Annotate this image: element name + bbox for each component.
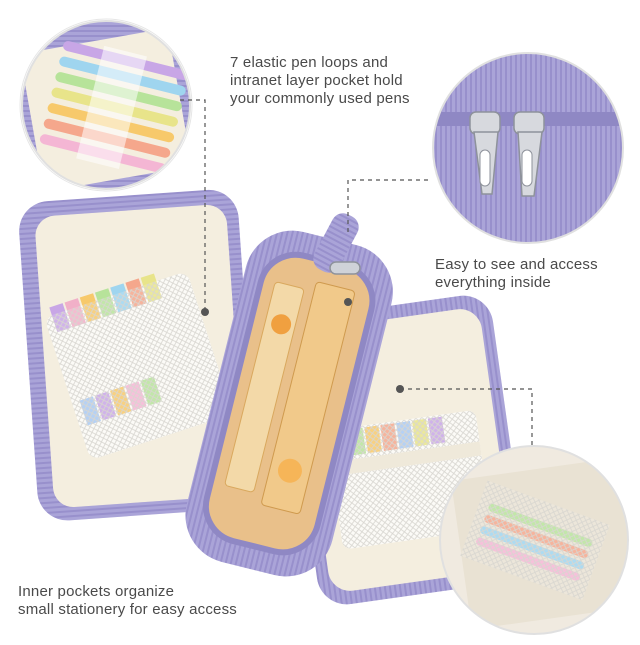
- caption-pen-loops: 7 elastic pen loops and intranet layer p…: [230, 54, 410, 108]
- caption-inner-pockets: Inner pockets organize small stationery …: [18, 583, 237, 619]
- zipper-pull-icon: [513, 111, 545, 197]
- inset-zippers: [432, 52, 624, 244]
- zipper-pull-icon: [329, 261, 361, 275]
- caption-access: Easy to see and access everything inside: [435, 256, 598, 292]
- center-compartment: [185, 230, 393, 577]
- caption-line: intranet layer pocket hold: [230, 72, 403, 89]
- callout-dot-icon: [201, 308, 209, 316]
- caption-line: Easy to see and access: [435, 256, 598, 273]
- caption-line: 7 elastic pen loops and: [230, 54, 389, 71]
- callout-dot-icon: [344, 298, 352, 306]
- caption-line: Inner pockets organize: [18, 583, 175, 600]
- zipper-pull-icon: [469, 111, 501, 195]
- caption-line: small stationery for easy access: [18, 601, 237, 618]
- inset-inner-pockets: [439, 445, 629, 635]
- caption-line: your commonly used pens: [230, 90, 410, 107]
- inset-pen-loops: [19, 18, 193, 192]
- left-pen-row: [46, 273, 231, 458]
- callout-lines: [180, 99, 533, 446]
- callout-dot-icon: [396, 385, 404, 393]
- caption-line: everything inside: [435, 274, 551, 291]
